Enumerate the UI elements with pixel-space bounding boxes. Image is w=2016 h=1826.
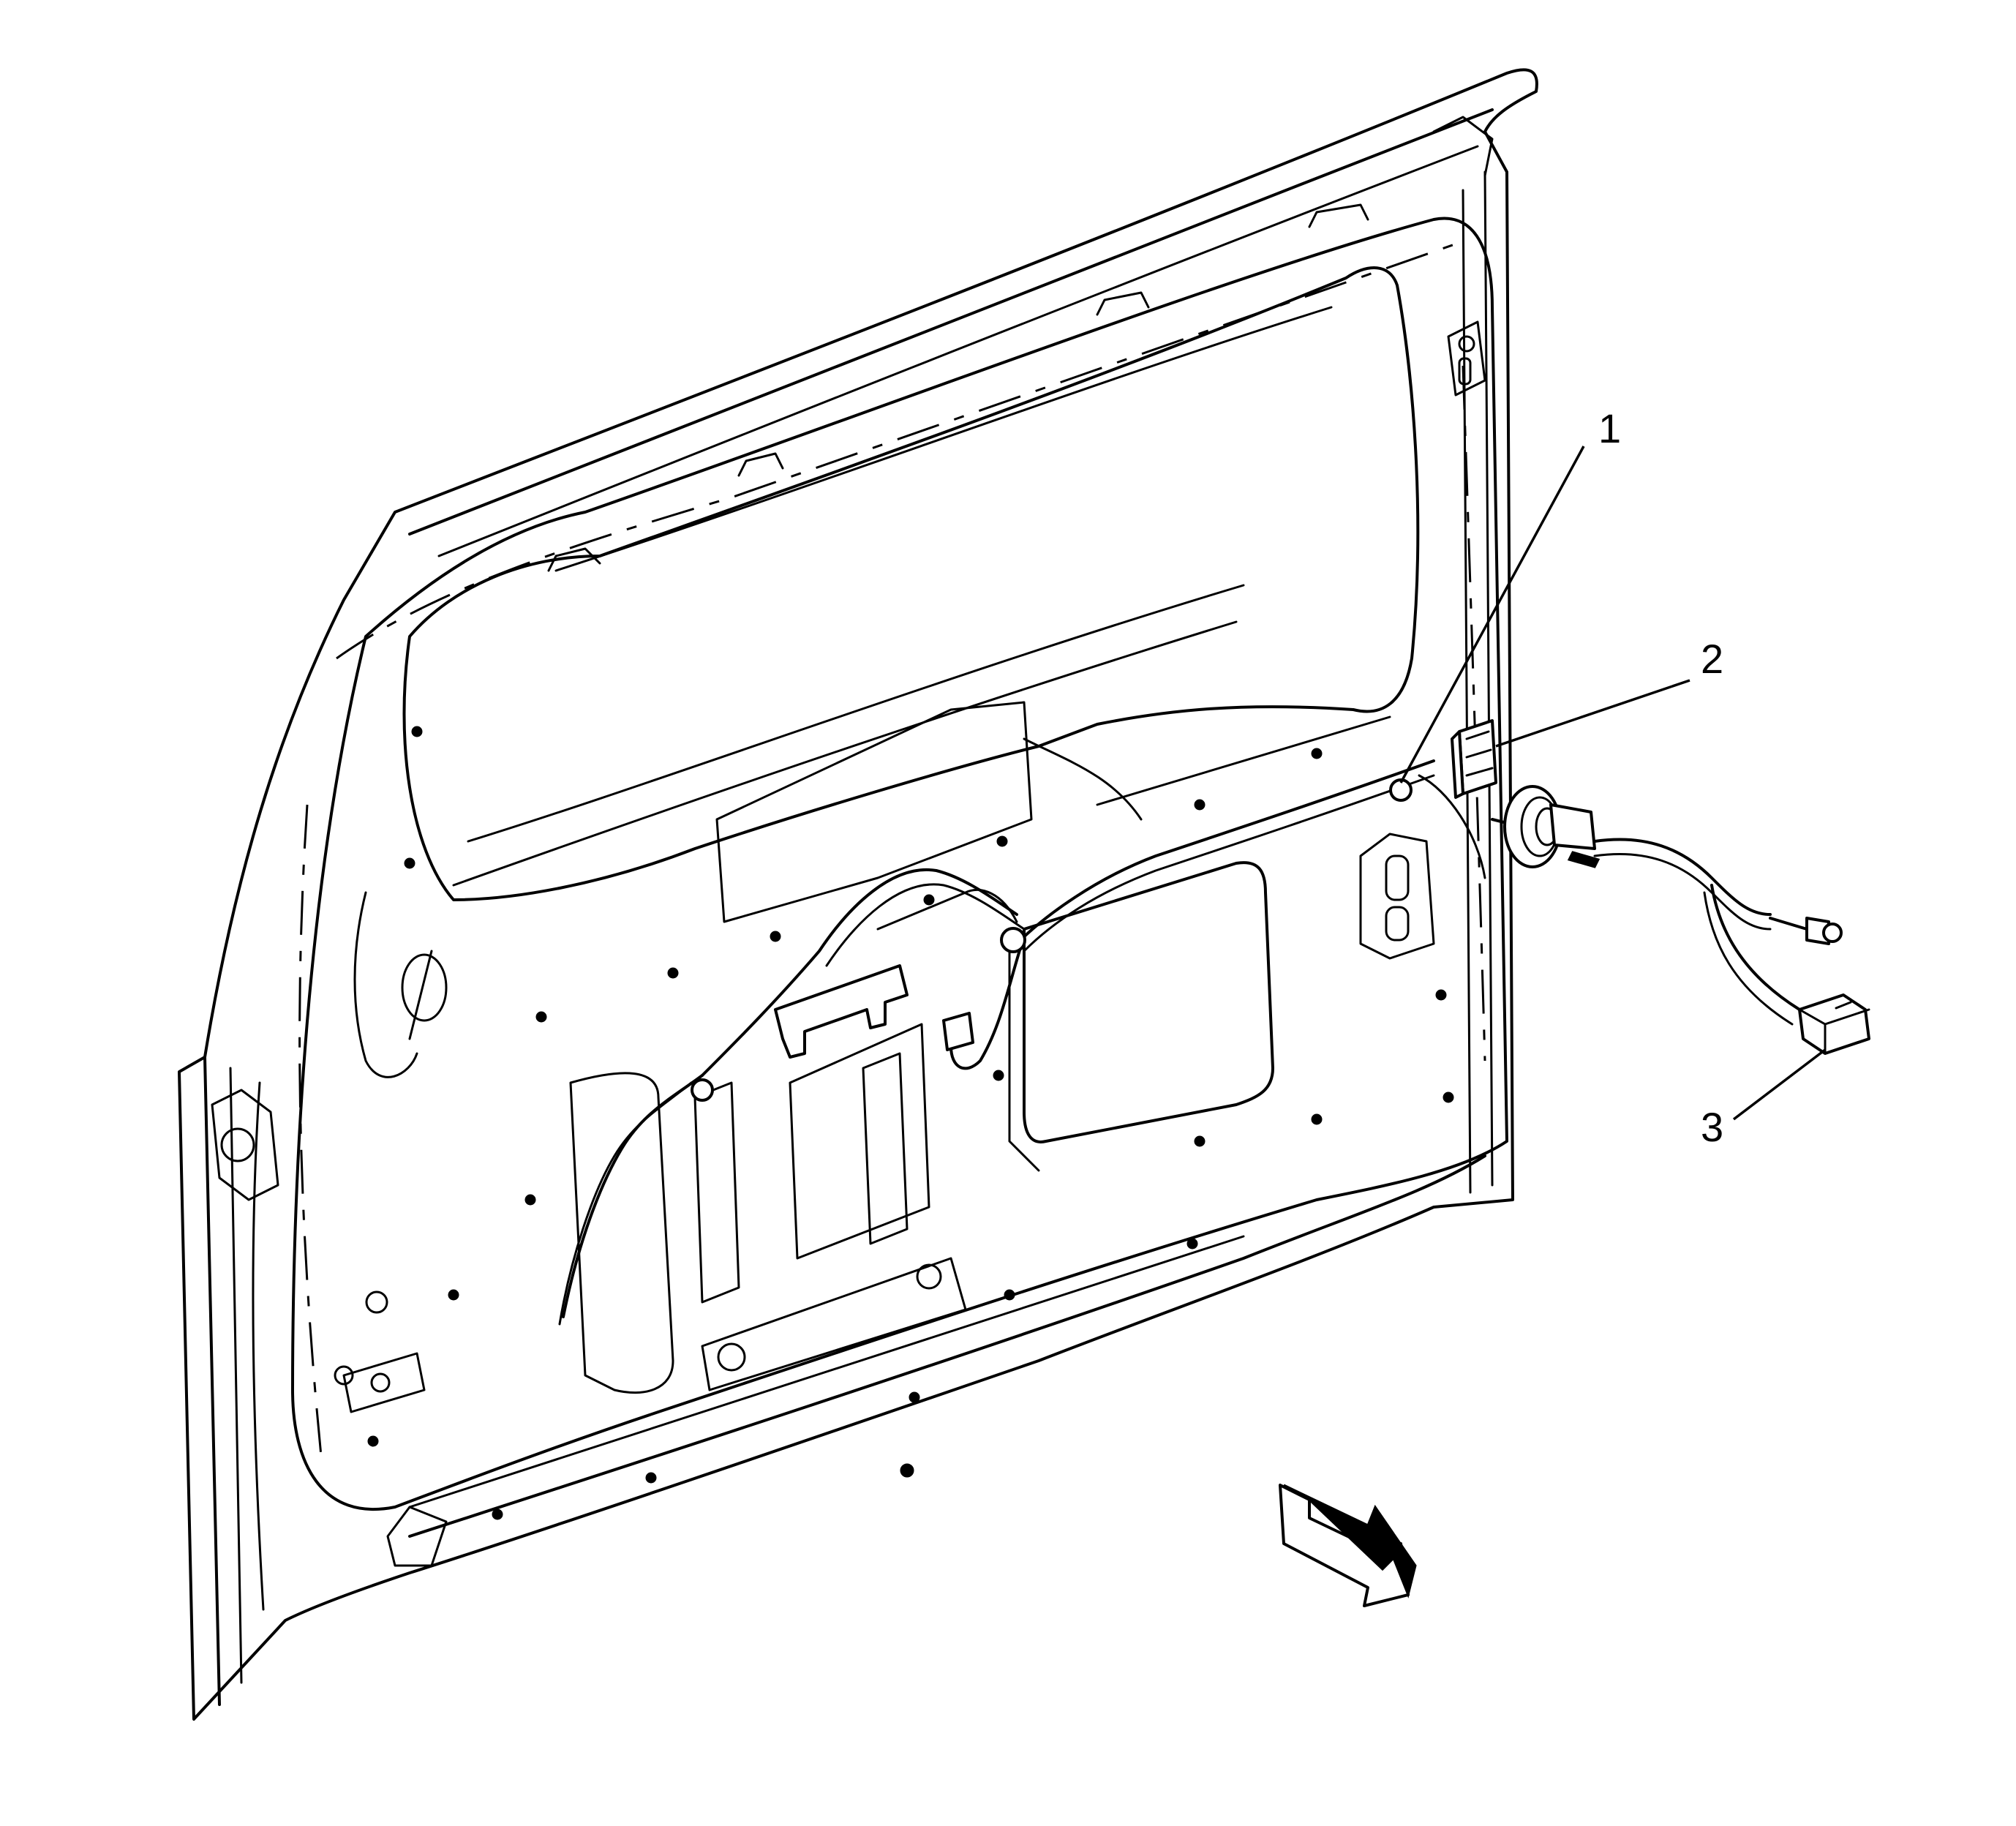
callout-3-label: 3 — [1701, 1104, 1723, 1150]
callout-3: 3 — [1701, 1048, 1827, 1150]
wiring-harness — [558, 759, 1843, 1326]
callout-2-label: 2 — [1701, 636, 1723, 682]
harness-bracket — [774, 964, 909, 1059]
rivets — [367, 726, 1454, 1520]
harness-connector-2 — [1451, 719, 1497, 799]
harness-connector-3 — [1798, 993, 1870, 1055]
liftgate-panel — [178, 68, 1538, 1721]
callout-2: 2 — [1495, 636, 1723, 748]
callout-1: 1 — [1399, 405, 1621, 784]
harness-grommet — [1503, 785, 1601, 868]
mid-connector — [942, 1012, 974, 1051]
direction-arrow-icon — [1279, 1484, 1417, 1607]
callout-1-label: 1 — [1598, 405, 1621, 451]
